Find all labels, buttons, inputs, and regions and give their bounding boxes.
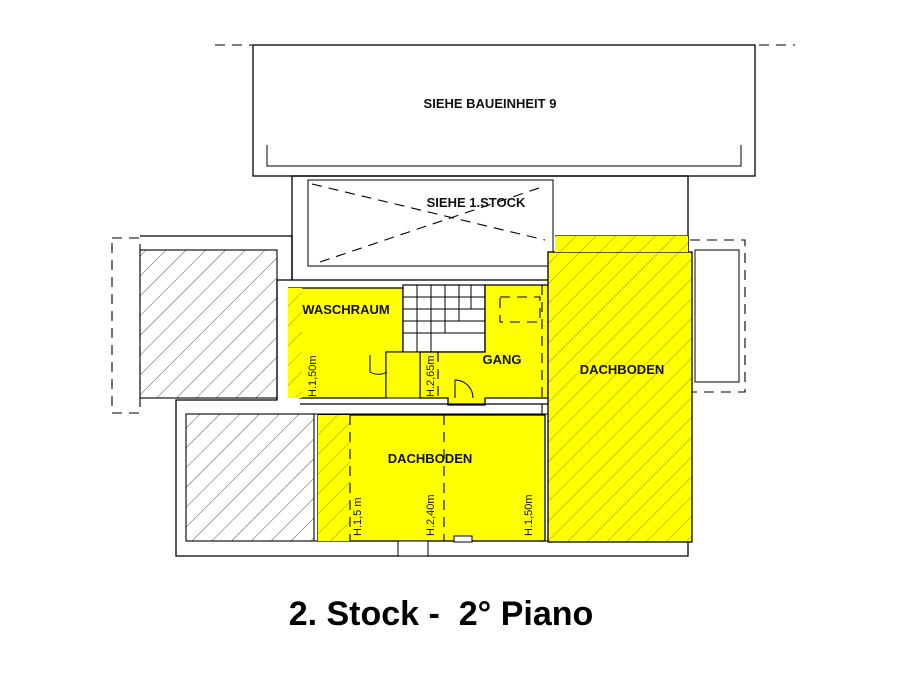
left-hatched-area	[139, 249, 278, 399]
void-cross-b	[319, 185, 546, 263]
stair-area	[402, 284, 486, 353]
height-gang: H.2,65m	[425, 355, 437, 397]
label-baueinheit: SIEHE BAUEINHEIT 9	[424, 96, 557, 111]
gang-strip	[385, 351, 421, 399]
void-cross-a	[311, 183, 546, 241]
label-gang: GANG	[483, 352, 522, 367]
dachboden-center-hatch	[318, 415, 350, 541]
page-title: 2. Stock - 2° Piano	[289, 595, 594, 633]
door-gang	[454, 379, 474, 399]
dachboden-right-room	[547, 251, 693, 543]
dachboden-right-top	[555, 236, 688, 252]
height-dachboden-left: H.1,5 m	[352, 497, 364, 536]
left-balcony-dashed	[111, 237, 141, 414]
height-dachboden-right: H.1,50m	[523, 494, 535, 536]
label-waschraum: WASCHRAUM	[302, 302, 389, 317]
right-balcony-inner	[694, 249, 740, 383]
right-balcony-dashed	[690, 239, 746, 393]
bottom-notch	[453, 535, 473, 543]
label-dachboden-right: DACHBODEN	[580, 362, 665, 377]
baueinheit-inner	[266, 145, 742, 167]
gang-dashed-closet	[499, 296, 541, 323]
bottom-window	[397, 540, 429, 557]
door-waschraum	[369, 355, 388, 375]
label-dachboden-center: DACHBODEN	[388, 451, 473, 466]
stair-steps	[403, 285, 485, 352]
lower-left-hatched	[185, 413, 315, 542]
dachboden-center-room	[317, 414, 546, 542]
label-stock1: SIEHE 1.STOCK	[427, 195, 526, 210]
waschraum-hatch	[288, 288, 302, 398]
height-waschraum: H.1,50m	[307, 355, 319, 397]
height-dachboden-mid: H.2,40m	[425, 494, 437, 536]
stock1-inner	[307, 179, 554, 267]
